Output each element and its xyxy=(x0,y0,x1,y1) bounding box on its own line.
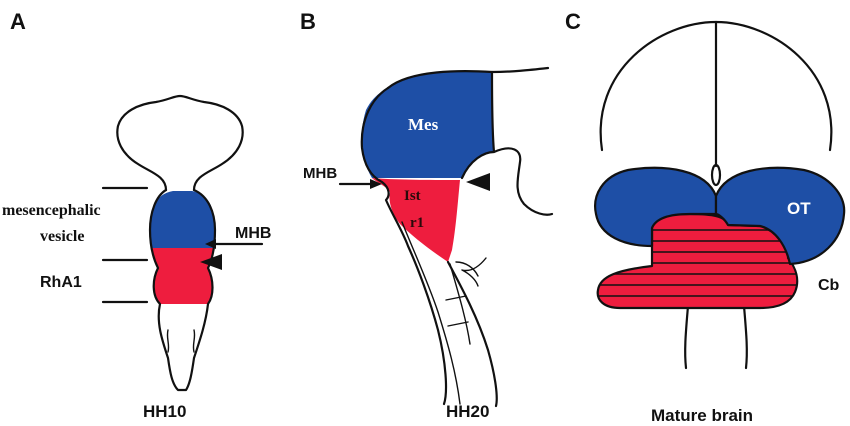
hh20-brain-outline xyxy=(360,66,550,406)
optic-tectum-left xyxy=(594,166,718,248)
hh20-mhb-label: MHB xyxy=(303,165,337,182)
hh20-stage-label: HH20 xyxy=(446,402,489,421)
hh10-caudal-segments xyxy=(166,329,196,353)
hh10-stage-label: HH10 xyxy=(143,402,186,421)
hh10-boundary-arrowhead xyxy=(200,254,222,270)
cb-label: Cb xyxy=(818,277,840,294)
hh20-hindbrain-outline xyxy=(446,260,498,408)
hh10-rha1-region xyxy=(150,248,215,304)
hh10-mhb-label: MHB xyxy=(235,225,271,242)
r1-label: r1 xyxy=(410,215,424,231)
hh20-ist-r1-region xyxy=(372,178,460,262)
pineal-body xyxy=(710,163,722,187)
ist-label: Ist xyxy=(404,188,421,204)
hh10-mhb-arrow-head xyxy=(205,239,216,249)
hh10-embryo xyxy=(116,94,244,392)
mesencephalic-vesicle-label-line1: mesencephalic xyxy=(2,202,101,219)
panel-a: A mesencephalic vesicle RhA1 MHB HH10 xyxy=(2,9,271,421)
hh10-mesencephalic-vesicle-region xyxy=(150,191,215,248)
mature-brain-stage-label: Mature brain xyxy=(651,406,753,425)
mesencephalic-vesicle-label-line2: vesicle xyxy=(40,228,84,245)
panel-b: B Mes Ist r1 MHB HH20 xyxy=(300,9,554,421)
hh20-mes-region xyxy=(361,71,494,178)
hh20-boundary-arrowhead xyxy=(466,173,490,191)
hh20-cranial-nerve xyxy=(455,257,487,287)
panel-a-letter: A xyxy=(10,9,26,34)
hh20-dorsal-outline xyxy=(386,70,554,216)
hh20-mhb-arrow-head xyxy=(370,179,382,189)
ot-label: OT xyxy=(787,199,811,218)
panel-b-letter: B xyxy=(300,9,316,34)
hh20-neural-tube-lines xyxy=(401,221,471,405)
panel-c: C OT xyxy=(565,9,846,425)
brainstem-outline xyxy=(684,304,748,370)
rha1-label: RhA1 xyxy=(40,274,82,291)
mes-label: Mes xyxy=(408,115,439,134)
optic-tectum-right xyxy=(714,166,846,266)
panel-c-letter: C xyxy=(565,9,581,34)
hh10-forebrain-outline xyxy=(116,94,244,192)
